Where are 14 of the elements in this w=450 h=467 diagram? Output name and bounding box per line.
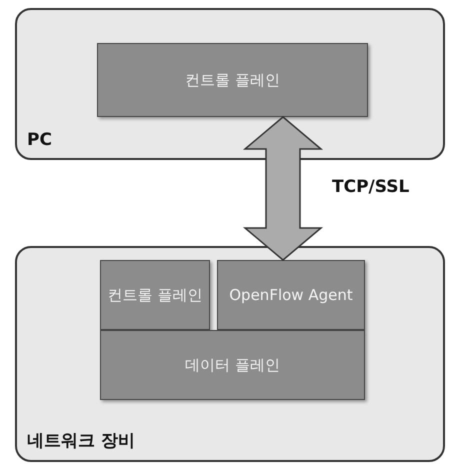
panel-heading: 네트워크 장비 — [27, 430, 135, 452]
component-box — [100, 260, 210, 330]
device-panel — [15, 246, 445, 462]
component-box — [97, 43, 368, 117]
double-arrow — [242, 116, 324, 261]
edge-label: TCP/SSL — [330, 176, 412, 196]
component-label: 컨트롤 플레인 — [108, 284, 202, 306]
component-box — [217, 260, 365, 330]
component-label: 컨트롤 플레인 — [185, 70, 280, 90]
panel-heading: PC — [27, 130, 52, 150]
device-panel — [15, 8, 445, 160]
component-box — [100, 330, 365, 400]
component-label: OpenFlow Agent — [229, 284, 353, 306]
component-label: 데이터 플레인 — [185, 354, 280, 376]
